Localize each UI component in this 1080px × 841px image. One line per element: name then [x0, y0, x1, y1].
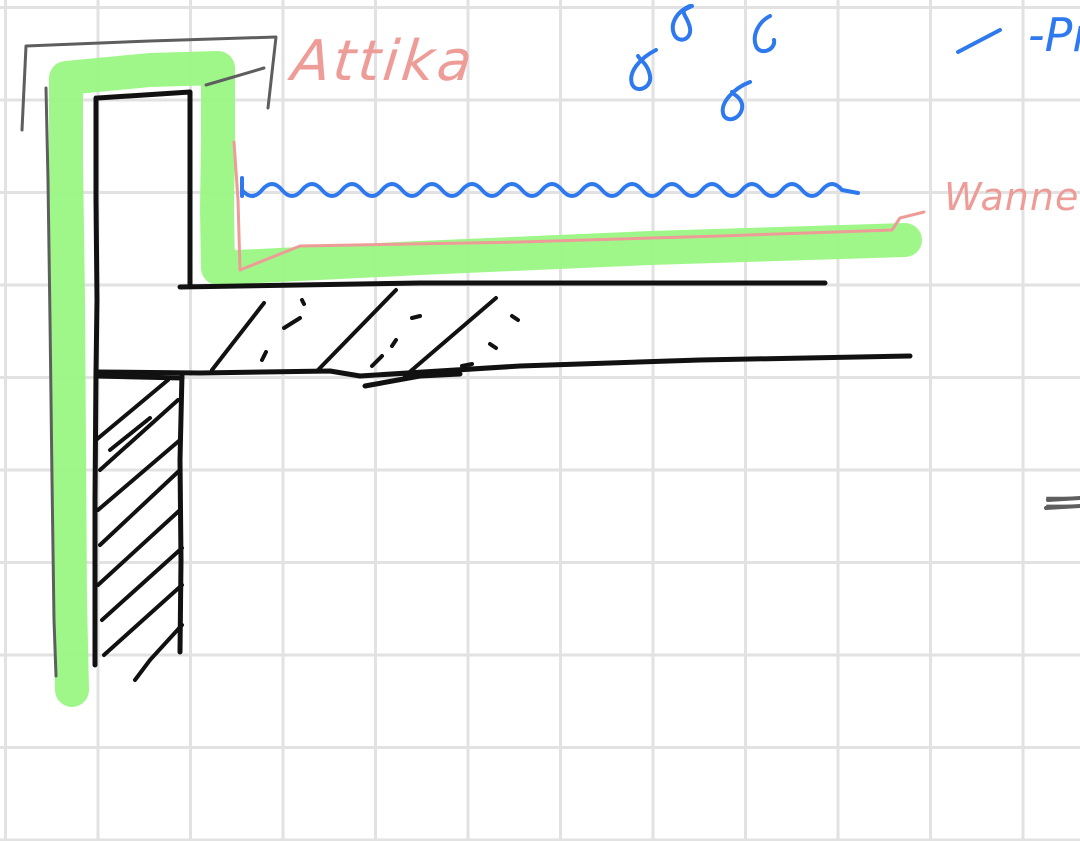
cap-flashing-inner-line: [44, 86, 58, 678]
parapet-outline: [95, 89, 193, 289]
water-wave: [240, 176, 860, 198]
slab-bottom-line: [93, 353, 913, 379]
raindrop-4: [720, 80, 752, 122]
green-membrane-path: [49, 51, 922, 707]
raindrop-2: [670, 4, 694, 42]
label-wanne: Wanne: [944, 175, 1080, 219]
water-wave-line: [240, 182, 860, 198]
label-right-top: -Pr: [1028, 8, 1080, 62]
cap-flashing-line: [20, 35, 278, 132]
wall-inner-top: [93, 373, 185, 381]
slab-underside-line: [362, 371, 463, 389]
rain-drops: [629, 4, 1002, 122]
flashing-hook-line: [204, 66, 266, 87]
raindrop-3: [752, 14, 777, 54]
pink-membrane-line: [232, 140, 926, 272]
right-side-marks: [1044, 496, 1080, 510]
equals-mark: [1044, 496, 1080, 510]
structure-lines: [92, 89, 913, 668]
label-right-mid: =?: [1042, 479, 1080, 525]
parapet-cap-flashing: [20, 35, 278, 678]
wall-hatching: [94, 378, 184, 682]
wall-outer-line: [92, 95, 100, 668]
label-attika: Attika: [288, 29, 478, 94]
slab-hatching: [210, 288, 520, 378]
raindrop-1: [629, 48, 658, 92]
slab-top-line: [177, 280, 828, 290]
waterproofing-highlight: [49, 51, 922, 707]
wall-inner-line: [177, 371, 185, 655]
rain-dash: [956, 28, 1002, 54]
